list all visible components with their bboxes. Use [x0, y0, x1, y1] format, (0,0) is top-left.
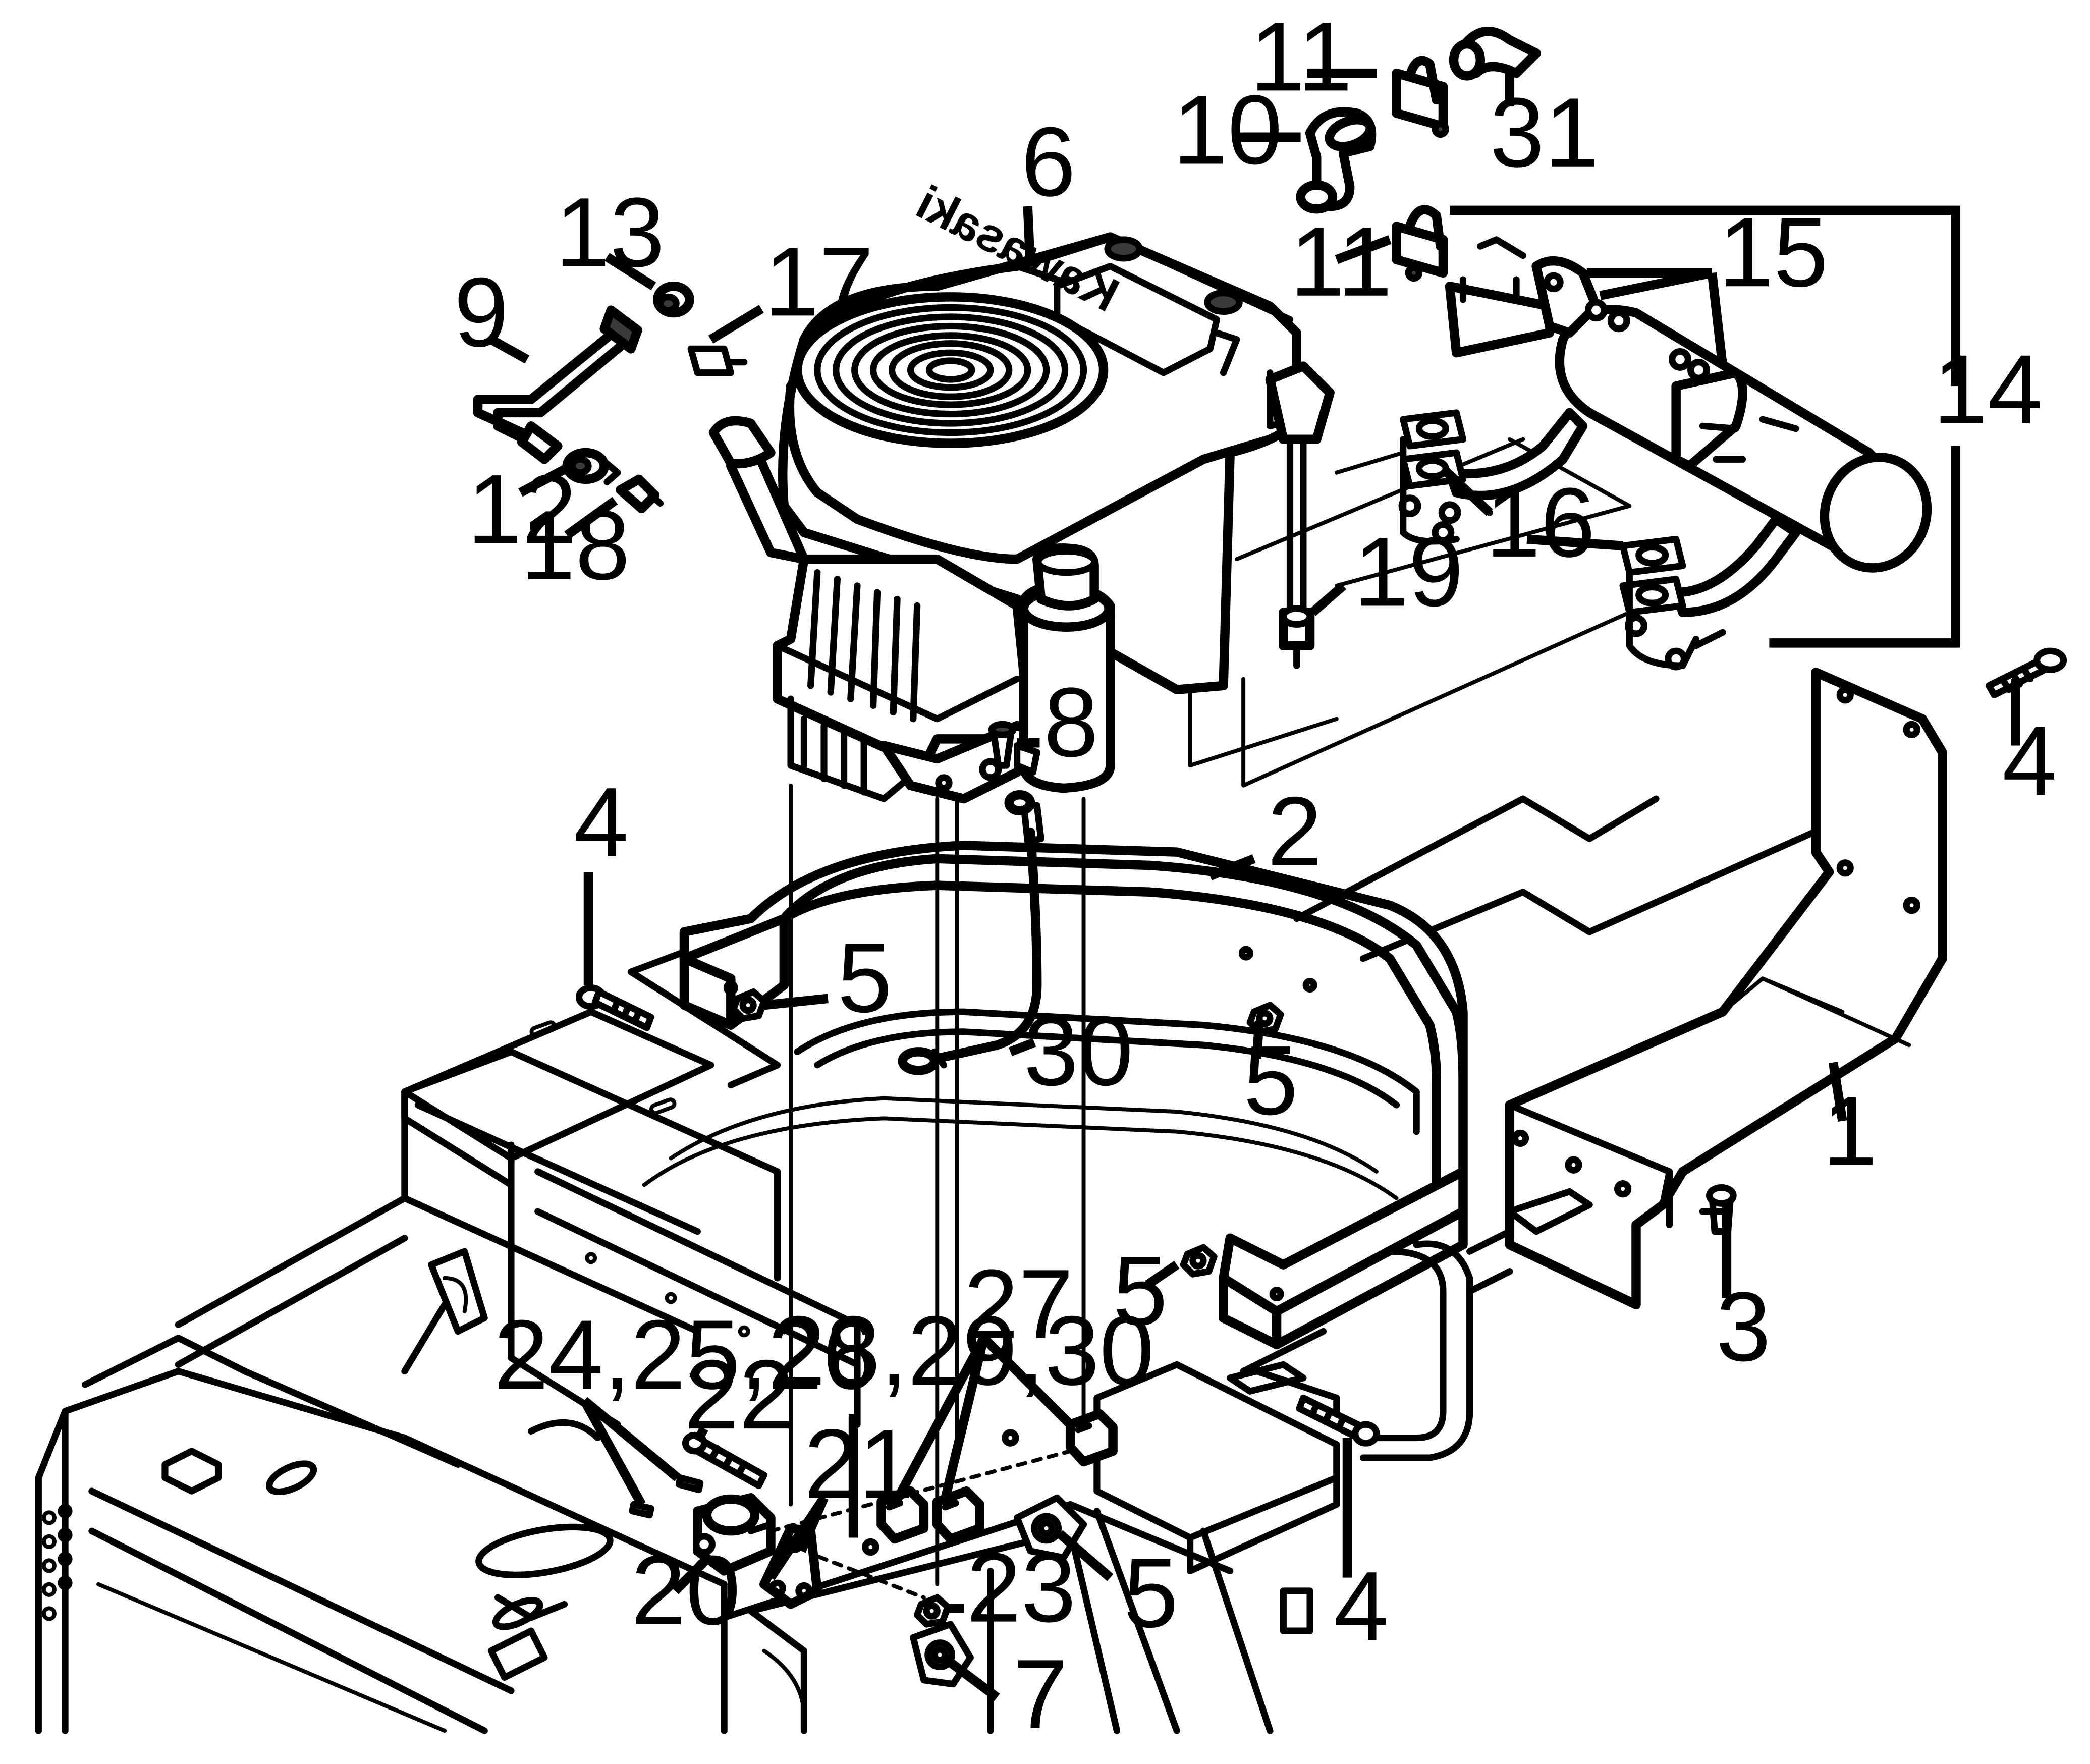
callout-11-top: 11 — [1250, 2, 1352, 112]
callout-5-left: 5 — [837, 923, 892, 1033]
callout-11-lower: 11 — [1290, 207, 1392, 317]
callout-15: 15 — [1719, 197, 1828, 307]
part-23-nut — [914, 1594, 951, 1628]
part-17-sensor — [687, 345, 748, 376]
part-6-engine: Kawasaki — [708, 176, 1335, 804]
part-4-bolt-right-top — [1986, 647, 2067, 698]
callout-2: 2 — [1268, 777, 1323, 887]
callout-30: 30 — [1024, 996, 1133, 1106]
callout-23: 23 — [966, 1533, 1076, 1643]
part-10-exhaust-elbow — [1296, 107, 1377, 214]
part-20-solenoid — [693, 1493, 776, 1576]
flywheel-screen-rings — [793, 292, 1109, 448]
callout-9: 9 — [454, 257, 509, 367]
part-19-terminal — [1280, 605, 1313, 628]
callout-16: 16 — [1486, 468, 1595, 578]
callout-10: 10 — [1173, 75, 1282, 185]
callout-27: 27 — [964, 1249, 1073, 1359]
part-22-bolt — [682, 1431, 767, 1490]
callout-13: 13 — [555, 178, 665, 288]
callout-4-left: 4 — [574, 767, 629, 877]
callout-5-middle: 5 — [1243, 1025, 1298, 1135]
callout-4-top-right: 4 — [2002, 706, 2057, 816]
part-31-exhaust-elbow — [1449, 27, 1541, 81]
callout-28-29-30: 28,29,30 — [771, 1296, 1154, 1406]
callout-5-bottom: 5 — [1124, 1538, 1179, 1648]
callout-31: 31 — [1490, 78, 1599, 188]
part-2-mount-tube — [627, 841, 1468, 1375]
callout-3: 3 — [1716, 1272, 1771, 1382]
part-27-relays — [862, 1409, 1118, 1556]
part-11-lower-clamp — [1392, 205, 1448, 282]
part-24-26-screws — [629, 1474, 704, 1519]
callout-6: 6 — [1021, 107, 1076, 217]
callout-22: 22 — [684, 1340, 794, 1450]
callout-14: 14 — [1933, 335, 2043, 445]
part-1-engine-mount-bracket — [1505, 668, 1947, 1309]
callout-24-25-26: 24,25,26 — [494, 1300, 877, 1410]
part-15-muffler-brackets — [1445, 236, 1799, 471]
callout-8: 8 — [1043, 668, 1098, 778]
part-18-elbow — [616, 474, 664, 514]
part-4-bolt-left — [575, 984, 654, 1031]
callout-18: 18 — [520, 490, 630, 600]
callout-1: 1 — [1823, 1076, 1878, 1186]
vent-holes — [41, 1504, 73, 1621]
chassis-frame — [35, 795, 1833, 1734]
callout-7: 7 — [1013, 1639, 1068, 1749]
callout-21: 21 — [804, 1409, 913, 1519]
callout-19: 19 — [1354, 517, 1463, 627]
part-30-ground-cable — [898, 790, 1044, 1075]
leader-lines — [488, 68, 2020, 1701]
part-13-fitting — [652, 282, 694, 318]
part-9-fuel-line — [473, 305, 642, 464]
part-11-upper-clamp — [1392, 56, 1449, 138]
part-8-bolt — [979, 721, 1040, 781]
callout-4-lower: 4 — [1334, 1552, 1389, 1662]
callout-20: 20 — [631, 1535, 740, 1645]
callout-5-lower-left: 5 — [1113, 1236, 1168, 1346]
part-4-bolt-lower — [1296, 1394, 1380, 1447]
callout-labels: 1 2 3 4 4 4 5 5 5 5 6 7 8 9 10 11 11 12 … — [454, 2, 2057, 1749]
callout-17: 17 — [764, 227, 873, 337]
callout-12: 12 — [467, 455, 577, 565]
